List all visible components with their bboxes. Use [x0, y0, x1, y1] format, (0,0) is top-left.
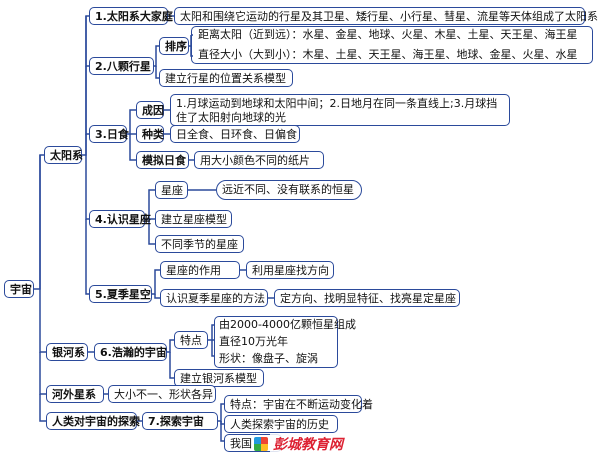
root-node-universe[interactable]: 宇宙	[4, 280, 34, 298]
node-explore-history: 人类探索宇宙的历史	[224, 415, 338, 433]
node-eclipse-cause: 1.月球运动到地球和太阳中间；2.日地月在同一条直线上;3.月球挡住了太阳射向地…	[170, 94, 510, 126]
node-galaxy-model[interactable]: 建立银河系模型	[174, 369, 264, 387]
node-constellation-star-desc: 远近不同、没有联系的恒星	[216, 180, 362, 200]
node-summer-method: 定方向、找明显特征、找亮星定星座	[274, 289, 460, 307]
node-eclipse-simulate: 用大小颜色不同的纸片	[194, 151, 324, 169]
node-galaxy-features-label[interactable]: 特点	[174, 331, 208, 349]
node-explore-feature: 特点：宇宙在不断运动变化着	[224, 395, 373, 413]
node-planets-model[interactable]: 建立行星的位置关系模型	[159, 69, 293, 87]
node-eight-planets[interactable]: 2.八颗行星	[89, 57, 154, 75]
node-summer-role: 利用星座找方向	[246, 261, 334, 279]
node-planets-order-distance: 距离太阳（近到远）：水星、金星、地球、火星、木星、土星、天王星、海王星	[193, 26, 594, 44]
watermark-logo-icon	[254, 437, 268, 451]
node-vast-universe[interactable]: 6.浩瀚的宇宙	[94, 343, 167, 361]
node-galaxy-feature-stars: 由2000-4000亿颗恒星组成	[219, 318, 356, 331]
branch-human-exploration[interactable]: 人类对宇宙的探索	[46, 412, 140, 430]
node-explore-universe[interactable]: 7.探索宇宙	[142, 412, 218, 430]
node-planets-order-size: 直径大小（大到小）：木星、土星、天王星、海王星、地球、金星、火星、水星	[193, 46, 594, 64]
node-solar-eclipse[interactable]: 3.日食	[89, 125, 129, 143]
watermark-text: 彭城教育网	[270, 434, 346, 454]
node-summer-sky[interactable]: 5.夏季星空	[89, 285, 152, 303]
node-eclipse-types: 日全食、日环食、日偏食	[170, 125, 300, 143]
node-extragalactic-desc: 大小不一、形状各异	[108, 385, 216, 403]
branch-extragalactic[interactable]: 河外星系	[46, 385, 104, 403]
node-galaxy-feature-diameter: 直径10万光年	[219, 335, 288, 348]
node-constellation-star-label[interactable]: 星座	[155, 181, 188, 199]
node-solar-family[interactable]: 1.太阳系大家庭	[89, 7, 173, 25]
node-eclipse-simulate-label[interactable]: 模拟日食	[136, 151, 189, 169]
node-planets-order[interactable]: 排序	[159, 37, 189, 55]
branch-solar-system[interactable]: 太阳系	[44, 146, 83, 164]
node-constellations[interactable]: 4.认识星座	[89, 210, 151, 228]
node-eclipse-cause-label[interactable]: 成因	[136, 101, 164, 119]
node-summer-role-label[interactable]: 星座的作用	[160, 261, 240, 279]
node-planets-order-frame	[191, 26, 593, 64]
node-constellation-seasons[interactable]: 不同季节的星座	[155, 235, 244, 253]
node-constellation-model[interactable]: 建立星座模型	[155, 210, 232, 228]
branch-milky-way[interactable]: 银河系	[46, 343, 88, 361]
node-galaxy-features-frame	[214, 316, 338, 368]
node-eclipse-types-label[interactable]: 种类	[136, 125, 164, 143]
node-summer-method-label[interactable]: 认识夏季星座的方法	[160, 289, 268, 307]
node-galaxy-feature-shape: 形状：像盘子、旋涡	[219, 352, 318, 365]
node-solar-family-desc: 太阳和围绕它运动的行星及其卫星、矮行星、小行星、彗星、流星等天体组成了太阳系	[174, 7, 598, 25]
